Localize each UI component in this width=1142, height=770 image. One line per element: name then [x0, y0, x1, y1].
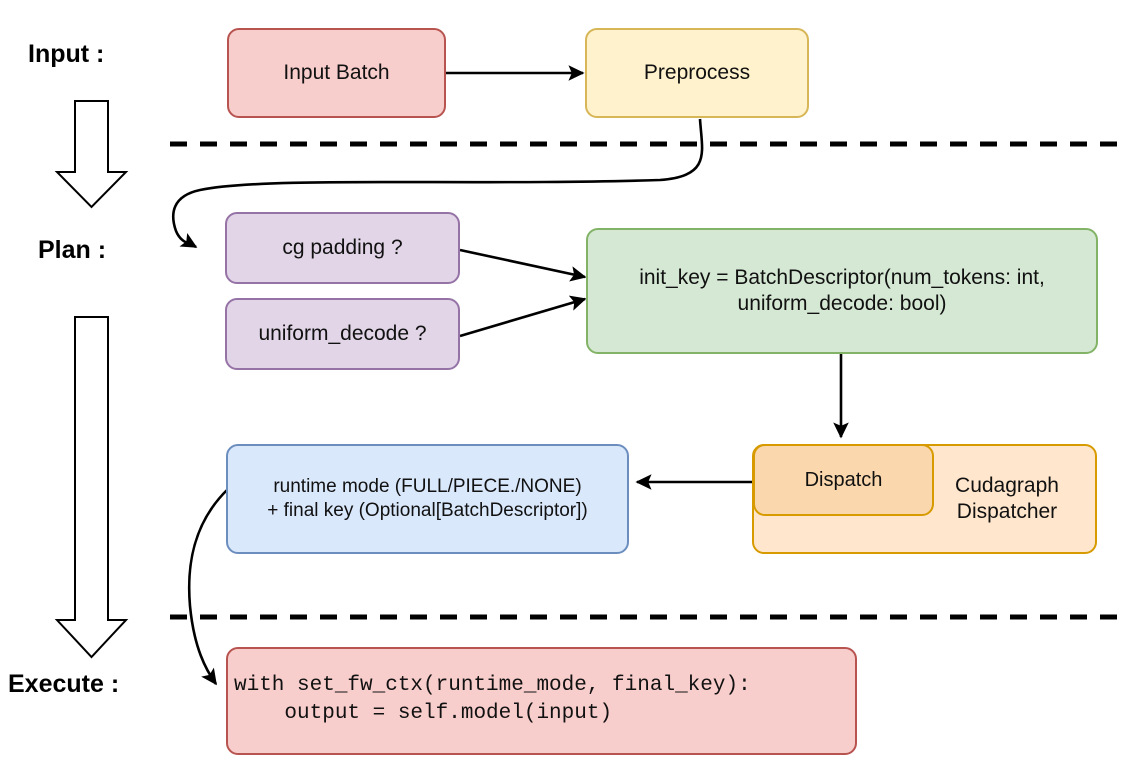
node-init-key-label-line2: uniform_decode: bool) — [737, 292, 947, 315]
stage-label-plan: Plan : — [38, 236, 107, 264]
node-runtime-mode-label-line1: runtime mode (FULL/PIECE./NONE) — [273, 476, 582, 498]
node-input-batch[interactable]: Input Batch — [227, 28, 446, 118]
edge-uniform-decode-to-init-key — [459, 295, 587, 338]
node-input-batch-label: Input Batch — [283, 60, 390, 84]
node-uniform-decode-label: uniform_decode ? — [258, 321, 427, 345]
node-cg-padding-label: cg padding ? — [282, 235, 403, 259]
node-dispatch-label: Dispatch — [804, 468, 883, 491]
node-execute-code-line1: with set_fw_ctx(runtime_mode, final_key)… — [234, 673, 751, 697]
node-cg-padding[interactable]: cg padding ? — [225, 212, 460, 284]
edge-runtime-mode-to-execute-code — [187, 488, 229, 686]
node-init-key-label-line1: init_key = BatchDescriptor(num_tokens: i… — [639, 265, 1045, 289]
node-uniform-decode[interactable]: uniform_decode ? — [225, 298, 460, 370]
plan-to-execute-arrow — [54, 316, 129, 659]
node-preprocess-label: Preprocess — [643, 60, 751, 84]
stage-label-execute: Execute : — [8, 670, 120, 698]
node-dispatch[interactable]: Dispatch — [753, 444, 934, 516]
node-runtime-mode[interactable]: runtime mode (FULL/PIECE./NONE) + final … — [226, 444, 629, 554]
node-cudagraph-dispatcher-label-line2: Dispatcher — [956, 500, 1058, 523]
node-execute-code-line2: output = self.model(input) — [234, 702, 613, 725]
node-init-key[interactable]: init_key = BatchDescriptor(num_tokens: i… — [586, 228, 1098, 354]
stage-label-input: Input : — [28, 40, 105, 68]
node-execute-code[interactable]: with set_fw_ctx(runtime_mode, final_key)… — [226, 647, 857, 755]
node-cudagraph-dispatcher-label-line1: Cudagraph — [955, 473, 1059, 497]
node-runtime-mode-label-line2: + final key (Optional[BatchDescriptor]) — [267, 500, 588, 521]
input-to-plan-arrow — [54, 100, 129, 209]
edge-cg-padding-to-init-key — [459, 248, 587, 282]
node-preprocess[interactable]: Preprocess — [585, 28, 809, 118]
